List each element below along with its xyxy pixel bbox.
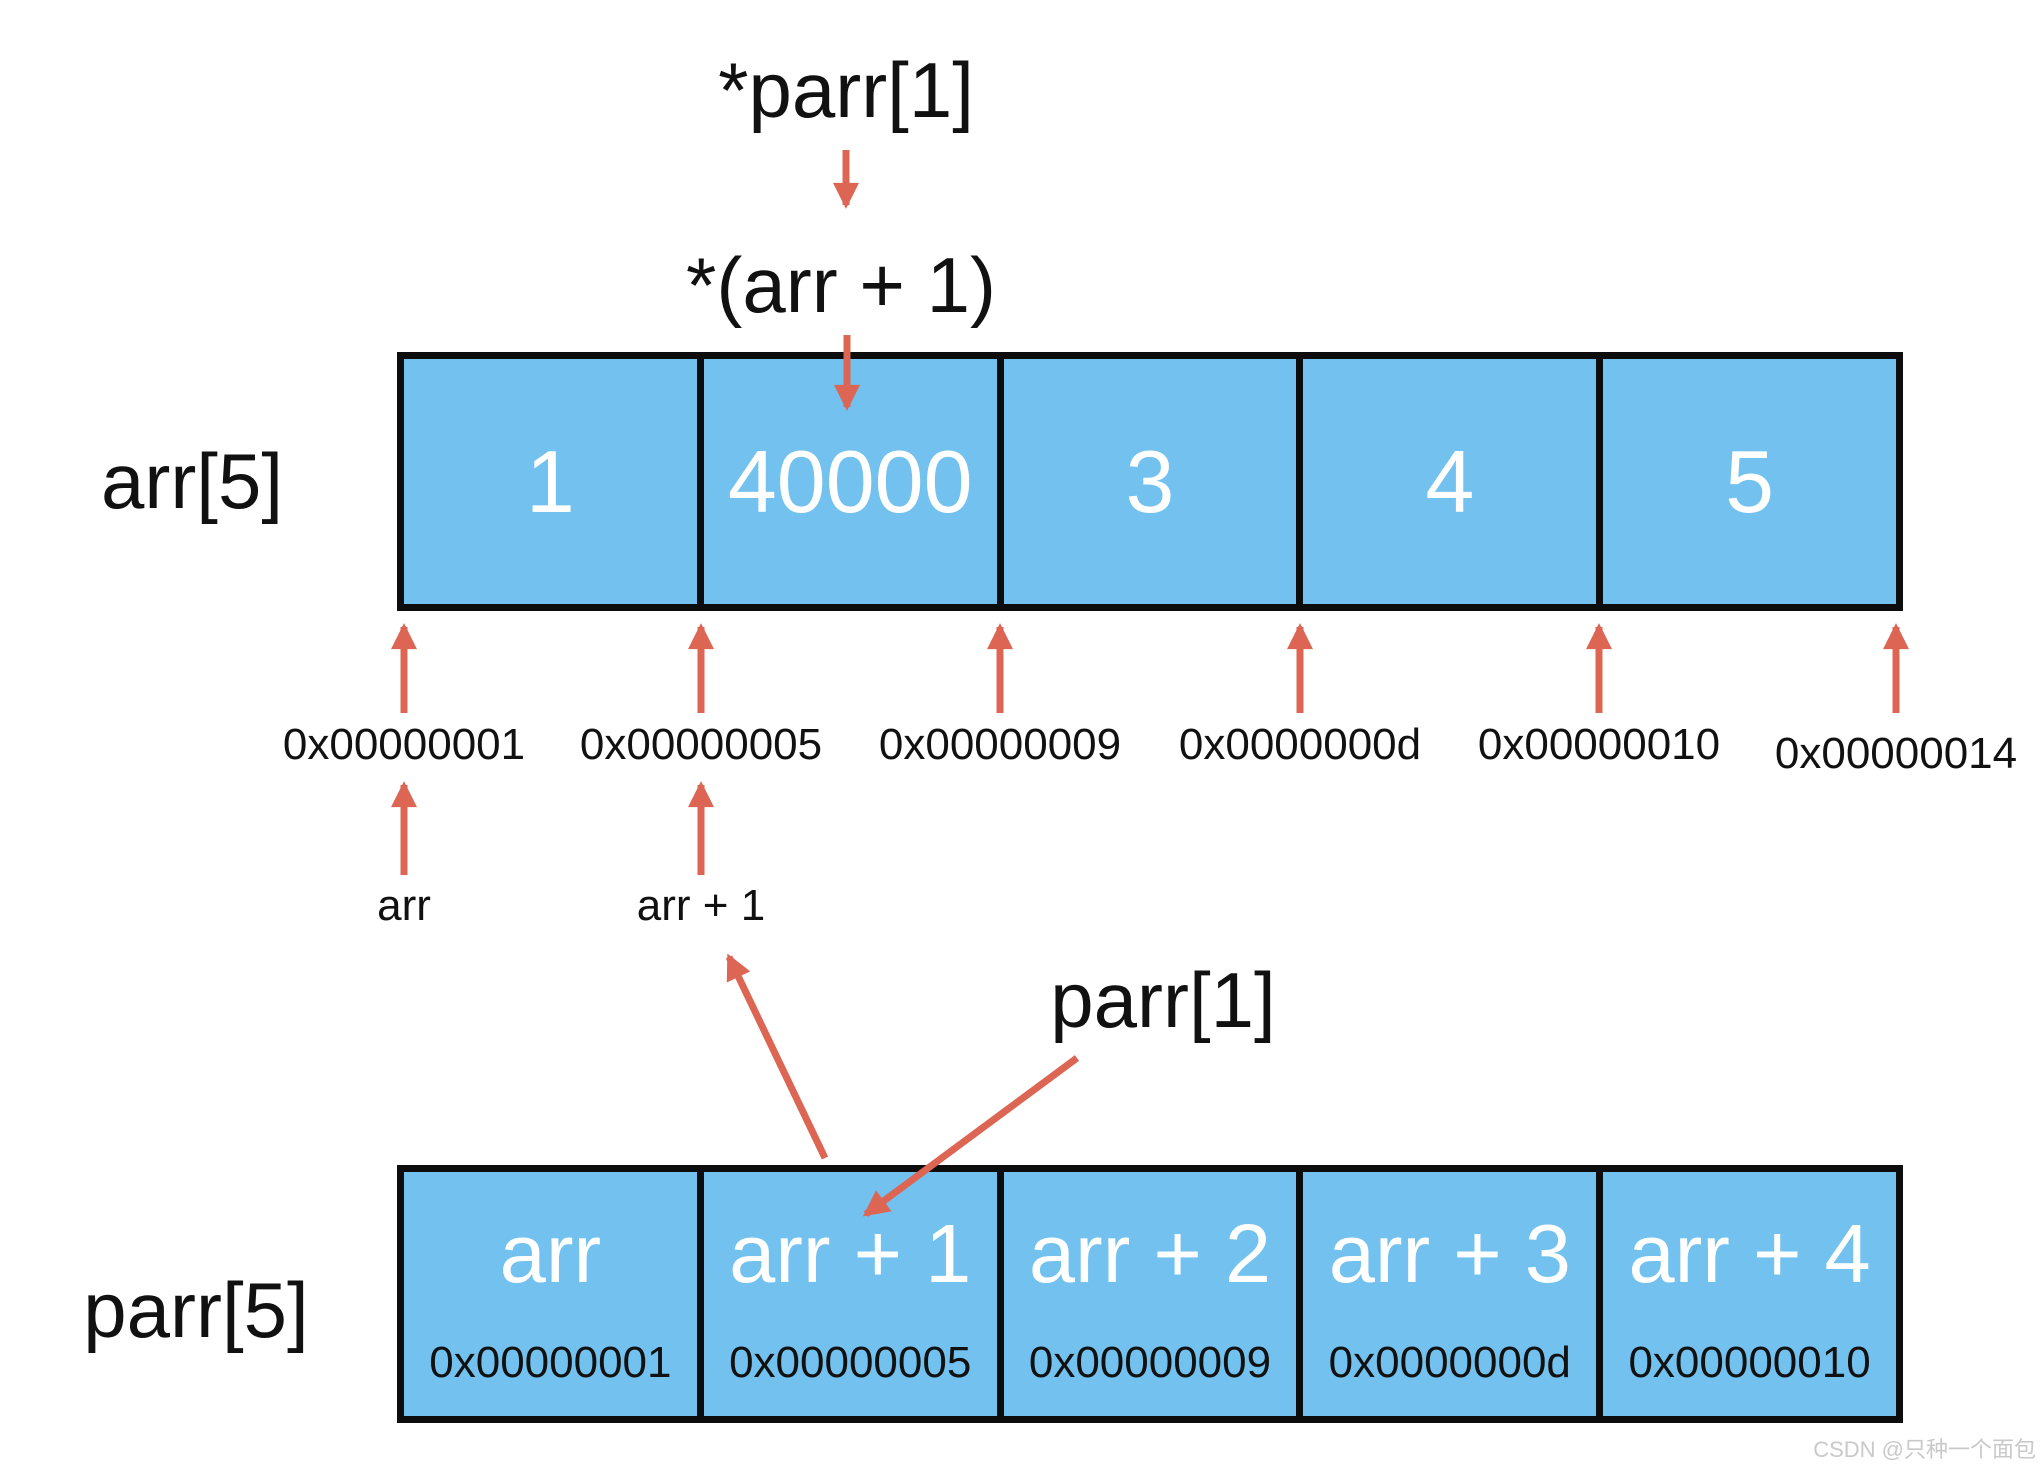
arr-cell-value-3: 4: [1425, 431, 1475, 531]
parr-cell-label-4: arr + 4: [1628, 1206, 1871, 1300]
parr-array-label: parr[5]: [83, 1265, 309, 1354]
parr-cell-address-2: 0x00000009: [1028, 1337, 1272, 1387]
address-label-4: 0x00000010: [1477, 720, 1721, 769]
address-label-2: 0x00000009: [878, 720, 1122, 769]
arr-cell-1: 40000: [696, 359, 997, 604]
address-label-5: 0x00000014: [1774, 729, 2018, 778]
parr-cell-1: arr + 1 0x00000005: [696, 1172, 997, 1416]
parr-array: arr 0x00000001 arr + 1 0x00000005 arr + …: [397, 1165, 1903, 1423]
label-parr1: parr[1]: [1050, 955, 1276, 1044]
pointer-label-arr: arr: [377, 881, 431, 930]
label-deref-parr1: *parr[1]: [718, 45, 974, 134]
parr-cell-2: arr + 2 0x00000009: [996, 1172, 1297, 1416]
parr-cell-address-0: 0x00000001: [429, 1337, 672, 1387]
parr-cell-4: arr + 4 0x00000010: [1596, 1172, 1896, 1416]
parr-cell-3: arr + 3 0x0000000d: [1296, 1172, 1596, 1416]
arr-array: 1 40000 3 4 5: [397, 352, 1903, 611]
arr-cell-4: 5: [1596, 359, 1896, 604]
arr-cell-value-2: 3: [1125, 431, 1175, 531]
parr-cell-address-4: 0x00000010: [1628, 1337, 1871, 1387]
address-label-3: 0x0000000d: [1178, 720, 1422, 769]
parr-cell-label-3: arr + 3: [1328, 1206, 1571, 1300]
address-label-0: 0x00000001: [282, 720, 526, 769]
parr-cell-address-3: 0x0000000d: [1328, 1337, 1571, 1387]
arr-cell-value-0: 1: [525, 431, 575, 531]
arr-cell-0: 1: [404, 359, 697, 604]
parr-cell-address-1: 0x00000005: [729, 1337, 972, 1387]
address-label-1: 0x00000005: [579, 720, 823, 769]
parr-cell-label-1: arr + 1: [729, 1206, 972, 1300]
arr-cell-3: 4: [1296, 359, 1596, 604]
watermark: CSDN @只种一个面包: [1813, 1437, 2036, 1462]
arr-cell-value-1: 40000: [727, 431, 973, 531]
arr-cell-2: 3: [996, 359, 1297, 604]
label-deref-arr-plus-1: *(arr + 1): [686, 240, 996, 329]
parr-cell-0: arr 0x00000001: [404, 1172, 697, 1416]
parr-cell-label-0: arr: [499, 1206, 602, 1300]
parr-cell-label-2: arr + 2: [1028, 1206, 1272, 1300]
pointer-label-arr-plus-1: arr + 1: [636, 881, 766, 930]
arr-cell-value-4: 5: [1725, 431, 1775, 531]
arrow-parr-cell-to-arr1-label: [725, 953, 829, 1160]
arr-array-label: arr[5]: [100, 436, 284, 525]
